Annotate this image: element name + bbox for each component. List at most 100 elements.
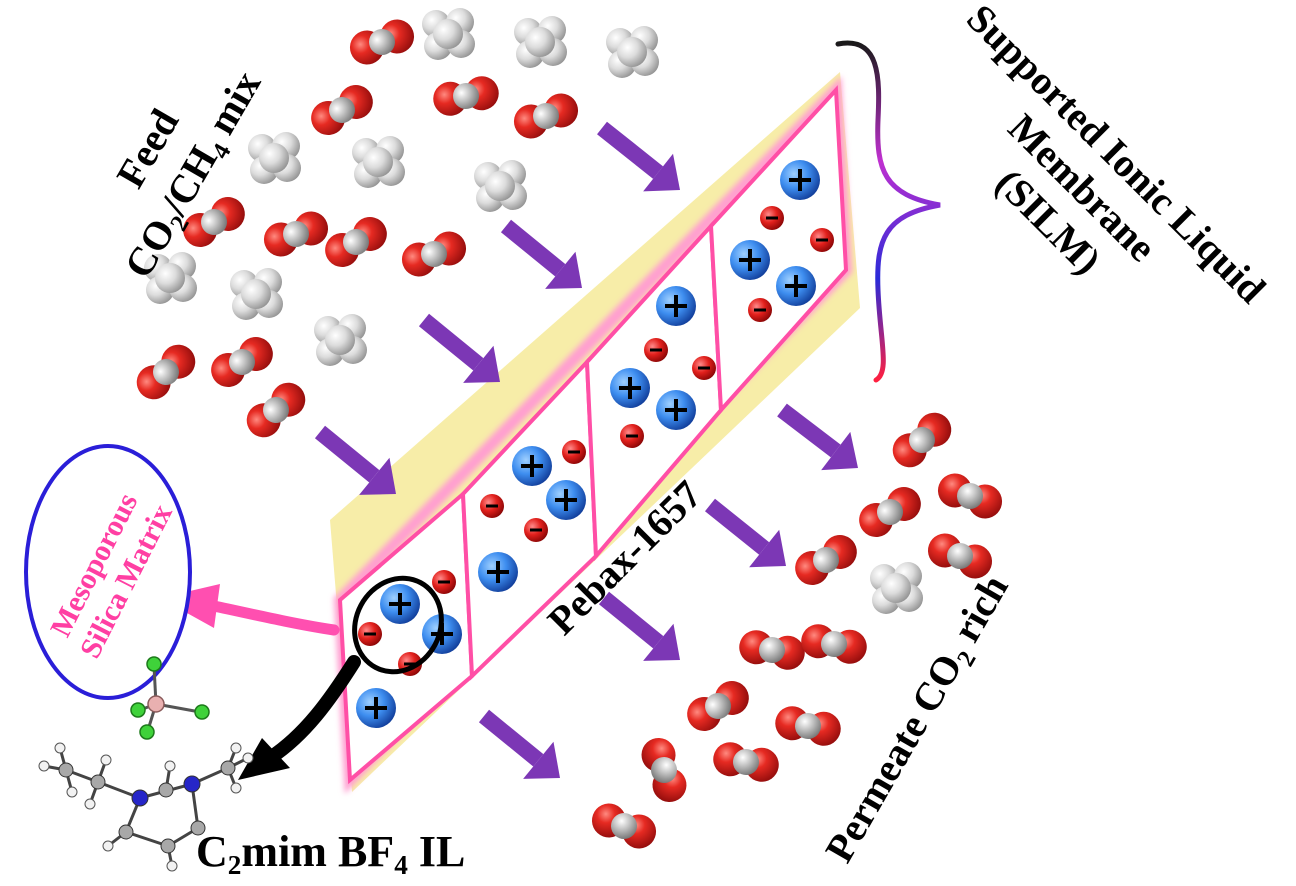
- co2-molecule-icon: [937, 473, 1003, 519]
- ch4-molecule-icon: [514, 16, 567, 68]
- minus-ion-icon: [524, 518, 548, 542]
- hydrogen-atom-icon: [166, 860, 178, 872]
- co2-molecule-icon: [775, 706, 841, 746]
- hydrogen-atom-icon: [242, 752, 254, 764]
- flow-arrow: [314, 425, 396, 495]
- permeate-label: Permeate CO2 rich: [816, 567, 1021, 872]
- hydrogen-atom-icon: [100, 754, 112, 766]
- hydrogen-atom-icon: [102, 840, 114, 852]
- co2-molecule-icon: [136, 344, 196, 400]
- flow-arrow: [478, 709, 560, 779]
- hydrogen-atom-icon: [66, 786, 78, 798]
- hydrogen-atom-icon: [54, 742, 66, 754]
- plus-ion-icon: [610, 368, 650, 408]
- plus-ion-icon: [656, 286, 696, 326]
- silica-pores: [333, 76, 853, 794]
- bf4-anion-structure-icon: [130, 656, 210, 740]
- ch4-molecule-icon: [314, 314, 367, 366]
- minus-ion-icon: [692, 356, 716, 380]
- gas-molecules: [136, 8, 1003, 849]
- atom-icon: [190, 820, 206, 836]
- co2-molecule-icon: [927, 533, 993, 579]
- hydrogen-atom-icon: [230, 742, 242, 754]
- co2-molecule-icon: [211, 337, 273, 387]
- co2-molecule-icon: [687, 681, 749, 731]
- co2-molecule-icon: [892, 412, 952, 468]
- co2-molecule-icon: [311, 85, 373, 135]
- plus-ion-icon: [780, 160, 820, 200]
- minus-ion-icon: [748, 298, 772, 322]
- minus-ion-icon: [810, 228, 834, 252]
- ch4-molecule-icon: [870, 562, 923, 614]
- plus-ion-icon: [730, 240, 770, 280]
- permeate-label-group: Permeate CO2 rich: [816, 567, 1021, 872]
- co2-molecule-icon: [513, 93, 579, 139]
- minus-ion-icon: [480, 494, 504, 518]
- atom-icon: [160, 838, 176, 854]
- plus-ion-icon: [512, 446, 552, 486]
- plus-ion-icon: [478, 552, 518, 592]
- co2-molecule-icon: [591, 803, 657, 849]
- flow-arrow: [418, 313, 500, 383]
- co2-molecule-icon: [739, 630, 805, 670]
- atom-icon: [90, 774, 106, 790]
- atom-icon: [158, 782, 174, 798]
- plus-ion-icon: [546, 480, 586, 520]
- imidazolium-atoms: [38, 742, 254, 872]
- co2-molecule-icon: [325, 217, 387, 267]
- co2-molecule-icon: [263, 211, 329, 257]
- plus-ion-icon: [356, 688, 396, 728]
- ch4-molecule-icon: [474, 160, 527, 212]
- flow-arrows: [314, 121, 858, 779]
- co2-molecule-icon: [183, 197, 245, 247]
- co2-molecule-icon: [246, 382, 306, 438]
- hydrogen-atom-icon: [84, 798, 96, 810]
- flow-arrow: [500, 219, 582, 289]
- flow-arrow: [777, 403, 858, 471]
- il-name-label: C2mim BF4 IL: [196, 827, 465, 880]
- flow-arrow: [704, 498, 786, 568]
- co2-molecule-icon: [349, 19, 415, 65]
- atom-icon: [131, 789, 149, 807]
- ion-pair-highlight: [352, 575, 444, 675]
- ch4-molecule-icon: [248, 132, 301, 184]
- co2-molecule-icon: [713, 742, 779, 782]
- mesoporous-ellipse: [24, 444, 192, 700]
- minus-ion-icon: [358, 622, 382, 646]
- plus-ion-icon: [656, 390, 696, 430]
- minus-ion-icon: [562, 440, 586, 464]
- flow-arrow: [598, 591, 680, 661]
- minus-ion-icon: [620, 424, 644, 448]
- ch4-molecule-icon: [422, 8, 475, 60]
- ch4-molecule-icon: [352, 136, 405, 188]
- ch4-molecule-icon: [230, 268, 283, 320]
- hydrogen-atom-icon: [164, 760, 176, 772]
- hydrogen-atom-icon: [38, 760, 50, 772]
- mesoporous-callout: Mesoporous Silica Matrix: [24, 444, 192, 700]
- ch4-molecule-icon: [606, 26, 659, 78]
- plus-ion-icon: [776, 266, 816, 306]
- silm-brace: [835, 40, 941, 383]
- minus-ion-icon: [760, 206, 784, 230]
- atom-icon: [58, 762, 74, 778]
- co2-molecule-icon: [801, 624, 867, 664]
- atom-icon: [220, 760, 236, 776]
- minus-ion-icon: [644, 338, 668, 362]
- co2-molecule-icon: [401, 231, 467, 277]
- feed-label-group: Feed CO2/CH4 mix: [107, 63, 269, 285]
- plus-ion-icon: [380, 584, 420, 624]
- co2-molecule-icon: [795, 535, 857, 585]
- flow-arrow: [597, 121, 680, 192]
- il-structure-arrow: [238, 655, 361, 780]
- atom-icon: [183, 775, 201, 793]
- silm-label-group: Supported Ionic Liquid Membrane (SILM): [958, 0, 1274, 312]
- ch4-molecule-icon: [144, 252, 197, 304]
- co2-molecule-icon: [641, 737, 687, 803]
- minus-ion-icon: [432, 570, 456, 594]
- silm-line-1: Supported Ionic Liquid: [958, 0, 1274, 312]
- co2-molecule-icon: [433, 76, 499, 116]
- atom-icon: [118, 824, 134, 840]
- hydrogen-atom-icon: [230, 782, 242, 794]
- co2-molecule-icon: [859, 487, 921, 537]
